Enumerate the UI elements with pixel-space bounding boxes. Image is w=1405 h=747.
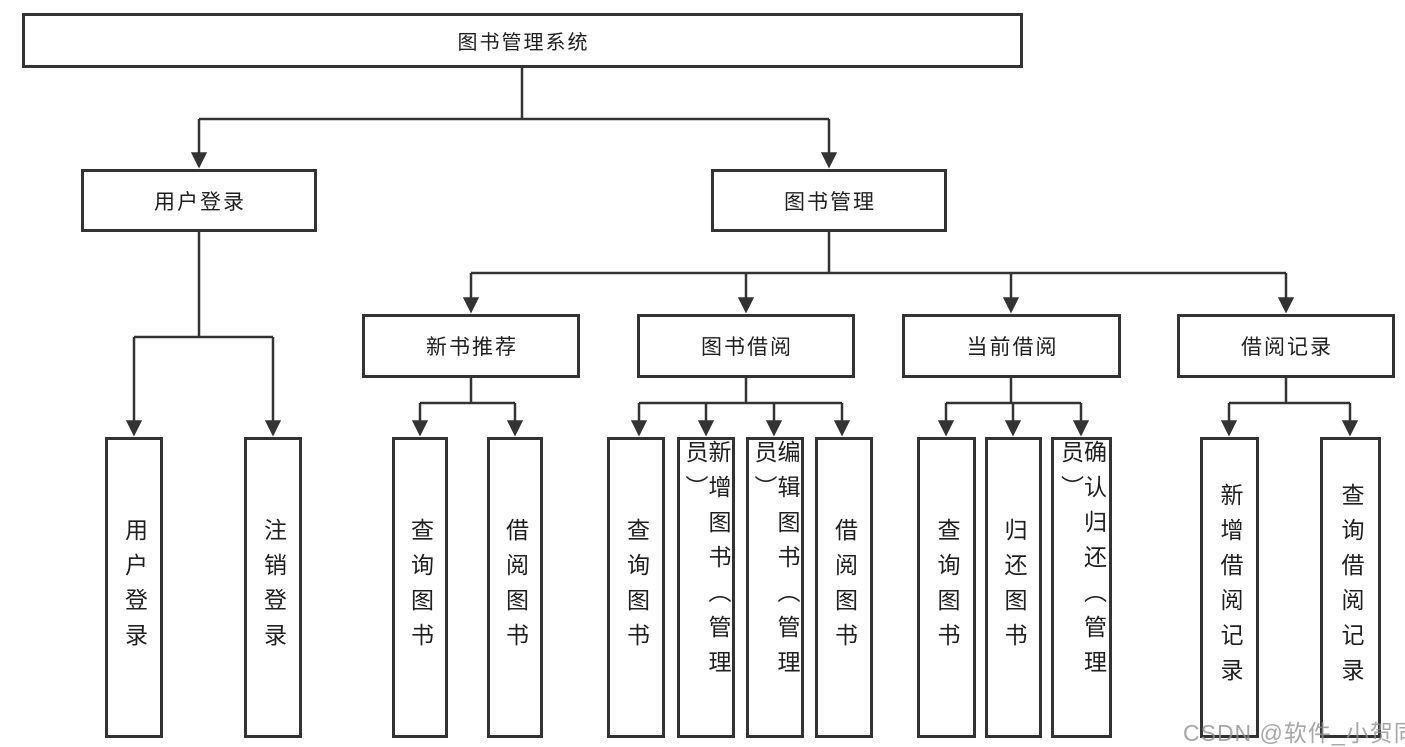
leaf-query-books-borrow: 查询图书 [607,437,665,738]
node-book-borrow: 图书借阅 [637,314,855,378]
leaf-add-borrow-record: 新增借阅记录 [1200,437,1259,738]
leaf-borrow-books-recommend: 借阅图书 [487,437,543,738]
leaf-query-borrow-record: 查询借阅记录 [1320,437,1381,738]
leaf-confirm-return-admin: 确认归还（管理员） [1051,437,1112,738]
leaf-query-books-recommend: 查询图书 [392,437,448,738]
leaf-query-books-current: 查询图书 [917,437,976,738]
node-current-borrow: 当前借阅 [902,314,1121,378]
node-root: 图书管理系统 [22,13,1023,68]
node-user-login: 用户登录 [81,169,317,232]
leaf-logout: 注销登录 [244,437,302,738]
node-borrow-records: 借阅记录 [1177,314,1395,378]
leaf-borrow-books: 借阅图书 [815,437,873,738]
leaf-user-login: 用户登录 [105,437,163,738]
csdn-watermark: CSDN @软件_小贺同学 [1183,720,1405,746]
node-new-book-recommend: 新书推荐 [362,314,580,378]
leaf-edit-books-admin: 编辑图书（管理员） [746,437,804,738]
node-book-management: 图书管理 [711,169,947,232]
leaf-add-books-admin: 新增图书（管理员） [677,437,735,738]
leaf-return-books: 归还图书 [985,437,1042,738]
